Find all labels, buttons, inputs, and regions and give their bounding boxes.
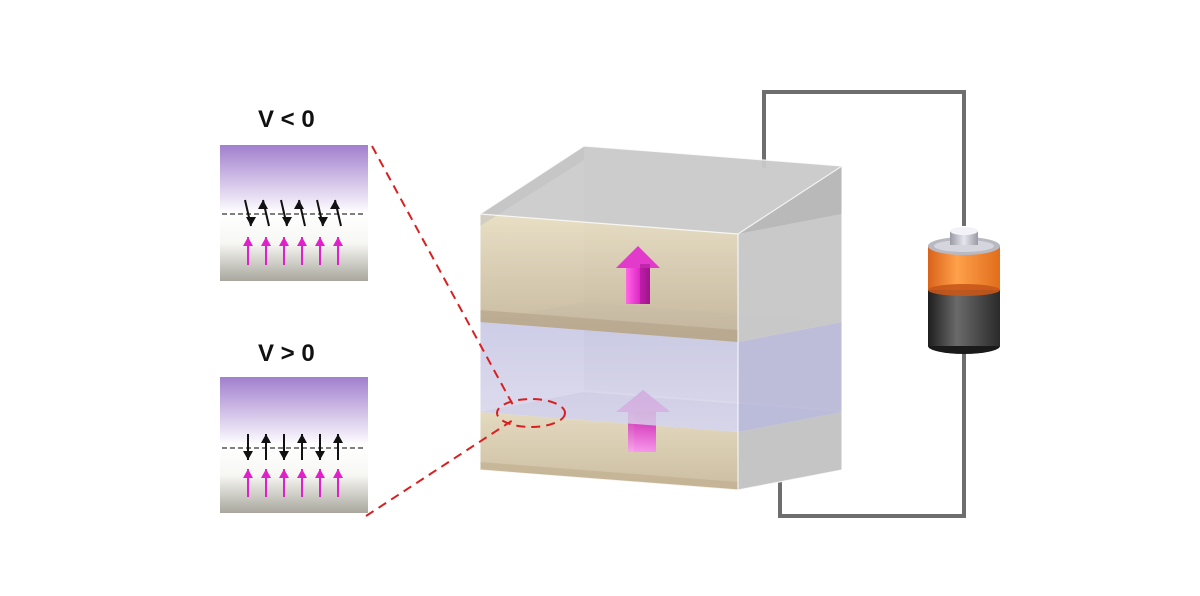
bottom-magnet-side-face <box>738 412 842 490</box>
spin-arrow-icon <box>258 199 270 227</box>
magnet-spin-arrow-icon <box>261 237 271 265</box>
magnet-spin-arrow-icon <box>243 237 253 265</box>
spin-arrow-icon <box>280 199 292 227</box>
magnet-spin-arrow-icon <box>243 469 253 497</box>
zoom-ellipse <box>496 398 566 428</box>
panel-top-label: V < 0 <box>258 106 315 133</box>
magnet-spin-arrow-icon <box>279 237 289 265</box>
magnet-spin-arrow-icon <box>315 469 325 497</box>
magnet-spin-arrow-icon <box>315 237 325 265</box>
spin-arrow-icon <box>244 199 256 227</box>
zoom-line-top <box>371 145 514 406</box>
spin-arrow-icon <box>330 199 342 227</box>
panel-bottom-background <box>220 377 368 513</box>
wire-bottom <box>778 350 966 518</box>
battery-icon <box>928 227 1000 354</box>
top-magnet-side-face <box>738 214 842 342</box>
spin-arrow-icon <box>279 434 289 460</box>
dielectric-front-face <box>480 322 738 432</box>
circuit-wire <box>762 90 966 518</box>
spin-arrow-icon <box>333 434 343 460</box>
spin-arrow-icon <box>316 199 328 227</box>
top-magnet-front-face <box>480 214 738 342</box>
electrode-left-shade <box>480 146 584 226</box>
magnet-spin-arrow-icon <box>279 469 289 497</box>
panel-bottom-label: V > 0 <box>258 340 315 367</box>
magnet-spin-arrow-icon <box>333 237 343 265</box>
stack-edges <box>479 145 844 491</box>
panel-top <box>220 145 368 281</box>
top-magnet-bottom-edge <box>480 310 738 342</box>
panel-top-background <box>220 145 368 281</box>
panel-bottom <box>220 377 368 513</box>
bottom-magnet-bottom-shade <box>480 462 738 490</box>
dielectric-side-face <box>738 322 842 432</box>
wire-top <box>762 90 966 226</box>
spin-arrow-icon <box>297 434 307 460</box>
spin-arrow-icon <box>294 199 306 227</box>
zoom-connector <box>365 145 566 517</box>
magnet-spin-arrow-icon <box>261 469 271 497</box>
magnet-spin-arrow-icon <box>297 237 307 265</box>
spin-arrow-icon <box>261 434 271 460</box>
spin-arrow-icon <box>243 434 253 460</box>
magnet-spin-arrow-icon <box>297 469 307 497</box>
layer-stack <box>479 145 844 491</box>
magnet-spin-arrow-icon <box>333 469 343 497</box>
magnetization-arrow-icon <box>616 246 660 304</box>
spin-arrow-icon <box>315 434 325 460</box>
